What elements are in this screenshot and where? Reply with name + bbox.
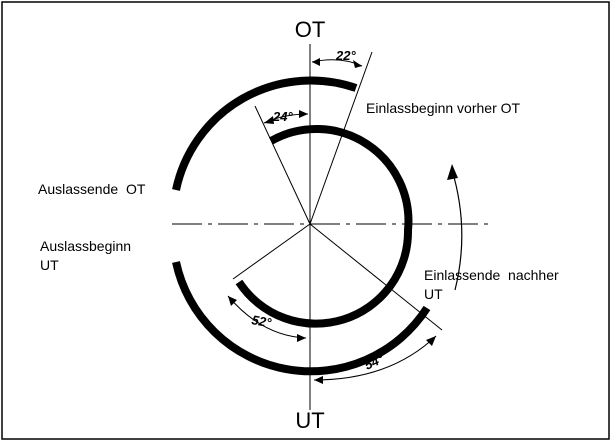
angle-arc-54 (313, 335, 437, 381)
angle-24-label: 24° (272, 109, 293, 124)
angle-arrow-54a (314, 376, 323, 384)
inlet-open-label: Einlassbeginn vorher OT (366, 100, 521, 116)
inlet-close-label-line2: UT (424, 286, 443, 302)
angle-arrow-22a (312, 58, 320, 66)
exhaust-open-label-line2: UT (40, 257, 59, 273)
rotation-arrow-icon (447, 164, 458, 180)
angle-arrow-52a (228, 296, 237, 306)
exhaust-open-label-line1: Auslassbeginn (40, 238, 131, 254)
rotation-arc (451, 169, 463, 291)
inlet-close-label-line1: Einlassende nachher (424, 267, 559, 283)
angle-arrow-24b (264, 116, 274, 124)
exhaust-open-radial (232, 223, 311, 280)
angle-arrow-52b (297, 334, 306, 342)
inlet-open-radial (309, 51, 373, 225)
angle-22-label: 22° (335, 48, 356, 63)
exhaust-close-label: Auslassende OT (38, 181, 146, 197)
ut-label: UT (295, 408, 324, 433)
angle-52-label: 52° (250, 312, 273, 330)
exhaust-arc (235, 125, 413, 328)
angle-arrow-24a (299, 110, 308, 118)
angle-arrow-54b (426, 336, 436, 346)
angle-arrow-22b (353, 60, 362, 68)
exhaust-close-radial (254, 105, 311, 225)
inlet-arc-lower (172, 261, 431, 376)
ot-label: OT (295, 17, 326, 42)
inlet-arc-upper (172, 76, 358, 191)
